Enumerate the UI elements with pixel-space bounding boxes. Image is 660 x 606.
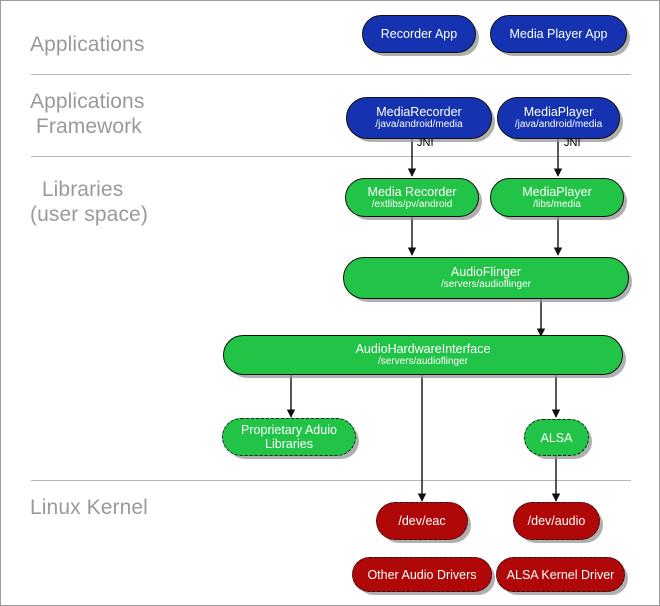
node-recorder-app-title: Recorder App [380, 27, 458, 41]
node-media-player-app-title: Media Player App [509, 27, 608, 41]
divider-applications-framework [31, 156, 631, 157]
node-proprietary-audio-libraries[interactable]: Proprietary Aduio Libraries [222, 418, 356, 456]
node-recorder-app[interactable]: Recorder App [362, 15, 476, 53]
node-mediaplayer-lib[interactable]: MediaPlayer /libs/media [490, 178, 624, 217]
node-mediaplayer-framework[interactable]: MediaPlayer /java/android/media [497, 97, 620, 139]
node-audiohardwareinterface-path: /servers/audioflinger [377, 356, 469, 367]
node-audiohardwareinterface[interactable]: AudioHardwareInterface /servers/audiofli… [223, 335, 623, 375]
node-proprietary-audio-libraries-title: Proprietary Aduio [241, 423, 337, 437]
node-audiohardwareinterface-title: AudioHardwareInterface [355, 342, 491, 356]
jni-label-recorder: JNI [417, 137, 434, 149]
node-media-recorder-lib[interactable]: Media Recorder /extlibs/pv/android [345, 178, 479, 217]
node-other-audio-drivers-title: Other Audio Drivers [367, 567, 477, 582]
node-audioflinger[interactable]: AudioFlinger /servers/audioflinger [343, 257, 629, 299]
node-mediarecorder-framework-title: MediaRecorder [376, 105, 462, 119]
node-mediarecorder-framework[interactable]: MediaRecorder /java/android/media [346, 97, 492, 139]
node-audioflinger-title: AudioFlinger [450, 265, 522, 279]
node-alsa-title: ALSA [540, 430, 573, 445]
layer-label-libraries: Libraries (user space) [30, 178, 148, 226]
layer-label-linux-kernel: Linux Kernel [30, 496, 148, 519]
node-mediarecorder-framework-path: /java/android/media [375, 119, 463, 130]
jni-label-player: JNI [564, 137, 581, 149]
node-dev-eac-title: /dev/eac [398, 514, 446, 528]
divider-linux-kernel [31, 480, 631, 481]
node-dev-eac[interactable]: /dev/eac [376, 502, 468, 540]
node-mediaplayer-lib-title: MediaPlayer [522, 184, 592, 199]
node-dev-audio-title: /dev/audio [527, 514, 586, 528]
node-media-recorder-lib-title: Media Recorder [367, 184, 457, 199]
node-proprietary-audio-libraries-subtitle: Libraries [265, 437, 313, 451]
node-alsa-kernel-driver-title: ALSA Kernel Driver [506, 567, 615, 582]
layer-label-applications-framework: Applications Framework [30, 90, 145, 138]
node-alsa-kernel-driver[interactable]: ALSA Kernel Driver [496, 557, 625, 592]
node-mediaplayer-lib-path: /libs/media [533, 198, 581, 210]
node-mediaplayer-framework-path: /java/android/media [514, 119, 603, 130]
node-audioflinger-path: /servers/audioflinger [440, 279, 532, 290]
node-dev-audio[interactable]: /dev/audio [513, 502, 600, 540]
node-alsa[interactable]: ALSA [524, 419, 589, 456]
layer-label-applications: Applications [30, 33, 145, 56]
node-other-audio-drivers[interactable]: Other Audio Drivers [352, 557, 492, 592]
node-media-player-app[interactable]: Media Player App [490, 15, 627, 53]
node-media-recorder-lib-path: /extlibs/pv/android [371, 198, 453, 210]
node-mediaplayer-framework-title: MediaPlayer [523, 105, 594, 119]
divider-applications [31, 74, 631, 75]
